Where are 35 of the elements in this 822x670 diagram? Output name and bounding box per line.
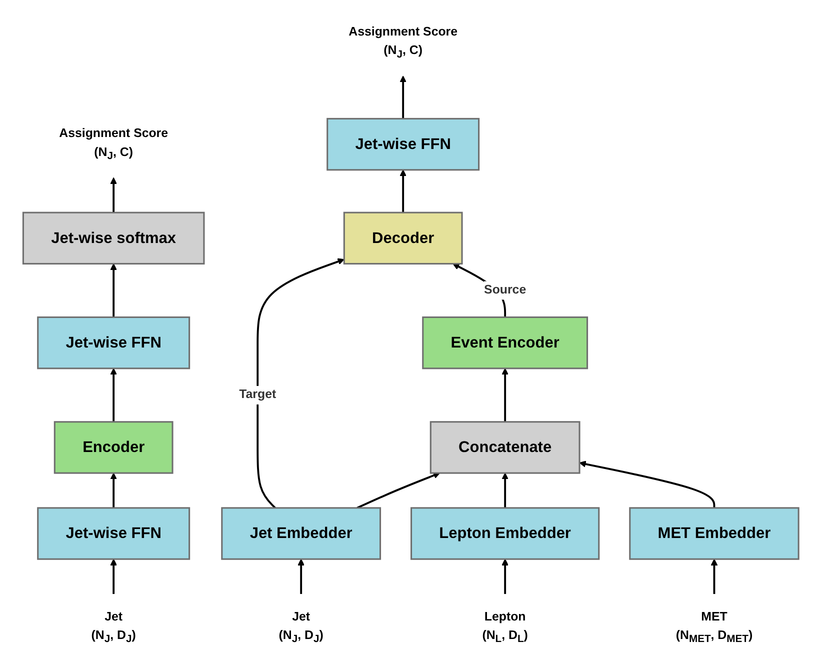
node-text: Lepton (N$_{L}$, D$_{L}$) xyxy=(482,610,528,645)
arrow xyxy=(502,368,509,422)
node-box xyxy=(37,316,190,370)
arrow xyxy=(710,558,718,594)
arrow xyxy=(110,472,118,508)
arrow xyxy=(400,170,407,213)
arrow xyxy=(298,558,305,594)
arrow xyxy=(502,472,509,508)
arrow xyxy=(502,558,509,594)
arrow xyxy=(356,472,440,509)
node-box xyxy=(221,507,382,560)
node-box xyxy=(326,118,480,171)
node-text: Jet (N$_{J}$, D$_{J}$) xyxy=(278,610,324,645)
arrow xyxy=(110,558,118,594)
node-box xyxy=(22,212,205,265)
flowchart: Target Source Assignment Score (N$_{J}$, C) Jet-wise softmax Jet-wise FFN Encoder Jet-wise FFN Jet (N$_{J}$, D$_{J}$) Assignment Score (N$_{J}$, C) Jet-wise FFN Decoder Event Encoder Concatenate Jet Embedder Lepton Embedder MET Embedder Jet (N$_{J}$, D$_{J}$) Lepton (N$_{L}$, D$_{L}$) MET (N$_{MET}$, D$_{MET}$) xyxy=(17,3,805,667)
node-box xyxy=(37,507,190,560)
edge-label: Source xyxy=(484,284,526,297)
node-box xyxy=(430,421,580,474)
node-box xyxy=(422,316,588,370)
arrow xyxy=(110,177,118,213)
node-text: Jet (N$_{J}$, D$_{J}$) xyxy=(91,610,136,645)
edge-label: Target xyxy=(239,388,276,402)
arrow xyxy=(110,368,118,422)
arrow xyxy=(579,460,716,508)
node-box xyxy=(54,421,174,474)
node-box xyxy=(629,507,800,560)
node-box xyxy=(410,507,600,560)
node-text: Assignment Score (N$_{J}$, C) xyxy=(348,25,458,60)
node-text: Assignment Score (N$_{J}$, C) xyxy=(59,127,168,162)
node-box xyxy=(343,212,463,265)
arrow xyxy=(110,263,118,318)
arrow xyxy=(256,258,345,509)
node-text: MET (N$_{MET}$, D$_{MET}$) xyxy=(676,610,753,645)
arrow xyxy=(400,76,407,119)
